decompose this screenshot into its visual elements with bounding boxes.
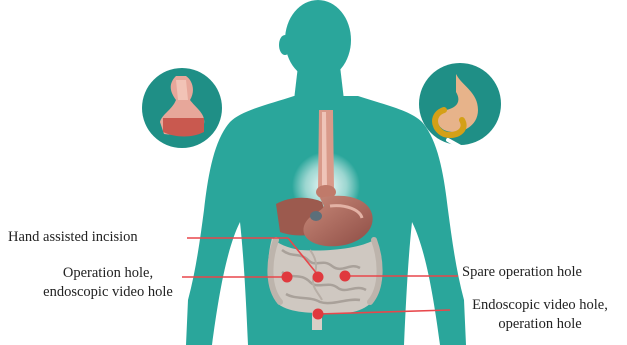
label-operation-hole-line2: endoscopic video hole xyxy=(38,283,178,302)
label-endoscopic-line2: operation hole xyxy=(452,315,627,334)
label-spare-operation-hole: Spare operation hole xyxy=(462,263,582,282)
label-operation-hole: Operation hole, endoscopic video hole xyxy=(38,264,178,302)
label-operation-hole-line1: Operation hole, xyxy=(38,264,178,283)
esophagus-stomach-junction-icon xyxy=(142,68,222,148)
marker-spare-operation xyxy=(340,271,351,282)
marker-operation-hole xyxy=(282,272,293,283)
label-hand-assisted-incision: Hand assisted incision xyxy=(8,228,138,247)
label-endoscopic-line1: Endoscopic video hole, xyxy=(452,296,627,315)
marker-endoscopic-video xyxy=(313,309,324,320)
marker-hand-assisted xyxy=(313,272,324,283)
label-endoscopic-video-hole: Endoscopic video hole, operation hole xyxy=(452,296,627,334)
